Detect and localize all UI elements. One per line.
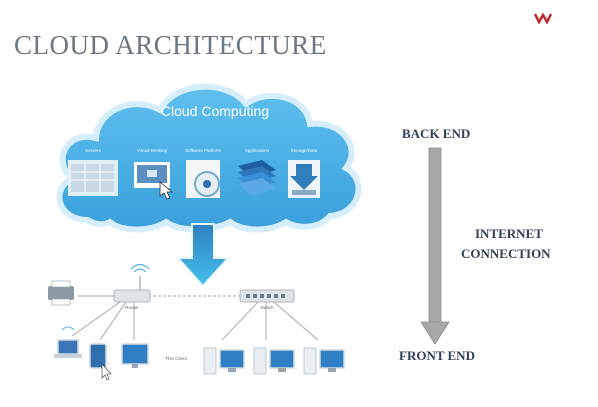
service-icon-servers <box>68 160 118 196</box>
wireless-router-icon <box>113 263 151 303</box>
printer-icon <box>48 280 74 306</box>
service-icon-applications <box>238 160 276 196</box>
thin-client-group-1 <box>203 347 245 375</box>
network-switch-icon <box>239 289 295 303</box>
backend-frontend-arrow <box>420 147 450 345</box>
logo-icon <box>533 12 553 24</box>
switch-label: Switch <box>260 305 274 310</box>
router-label: Router <box>125 305 139 310</box>
client-monitor-icon <box>121 343 149 368</box>
client-tablet-icon <box>89 343 112 381</box>
cloud-shape <box>56 83 362 233</box>
connection-label: CONNECTION <box>461 246 551 261</box>
service-icon-software-platform <box>186 160 220 198</box>
service-label-virtual-desktop: Virtual Desktop <box>136 148 168 153</box>
service-label-applications: Applications <box>244 148 270 153</box>
service-icon-virtual-desktop <box>134 162 174 200</box>
back-end-label: BACK END <box>402 126 471 141</box>
thin-client-group-2 <box>253 347 295 375</box>
front-end-label: FRONT END <box>399 348 475 363</box>
internet-label: INTERNET <box>475 226 543 241</box>
network-links <box>71 295 319 341</box>
service-label-servers: Servers <box>85 148 101 153</box>
cloud-down-arrow <box>175 223 231 288</box>
thin-client-label: Thin Client <box>165 356 187 361</box>
page-title: CLOUD ARCHITECTURE <box>14 30 327 60</box>
cloud-title: Cloud Computing <box>160 103 270 119</box>
thin-client-group-3 <box>303 347 345 375</box>
client-laptop-wifi-icon <box>54 326 82 358</box>
service-icon-storage <box>288 160 320 198</box>
service-label-storage: Storage/Data <box>290 148 318 153</box>
service-label-software-platform: Software Platform <box>185 148 221 153</box>
